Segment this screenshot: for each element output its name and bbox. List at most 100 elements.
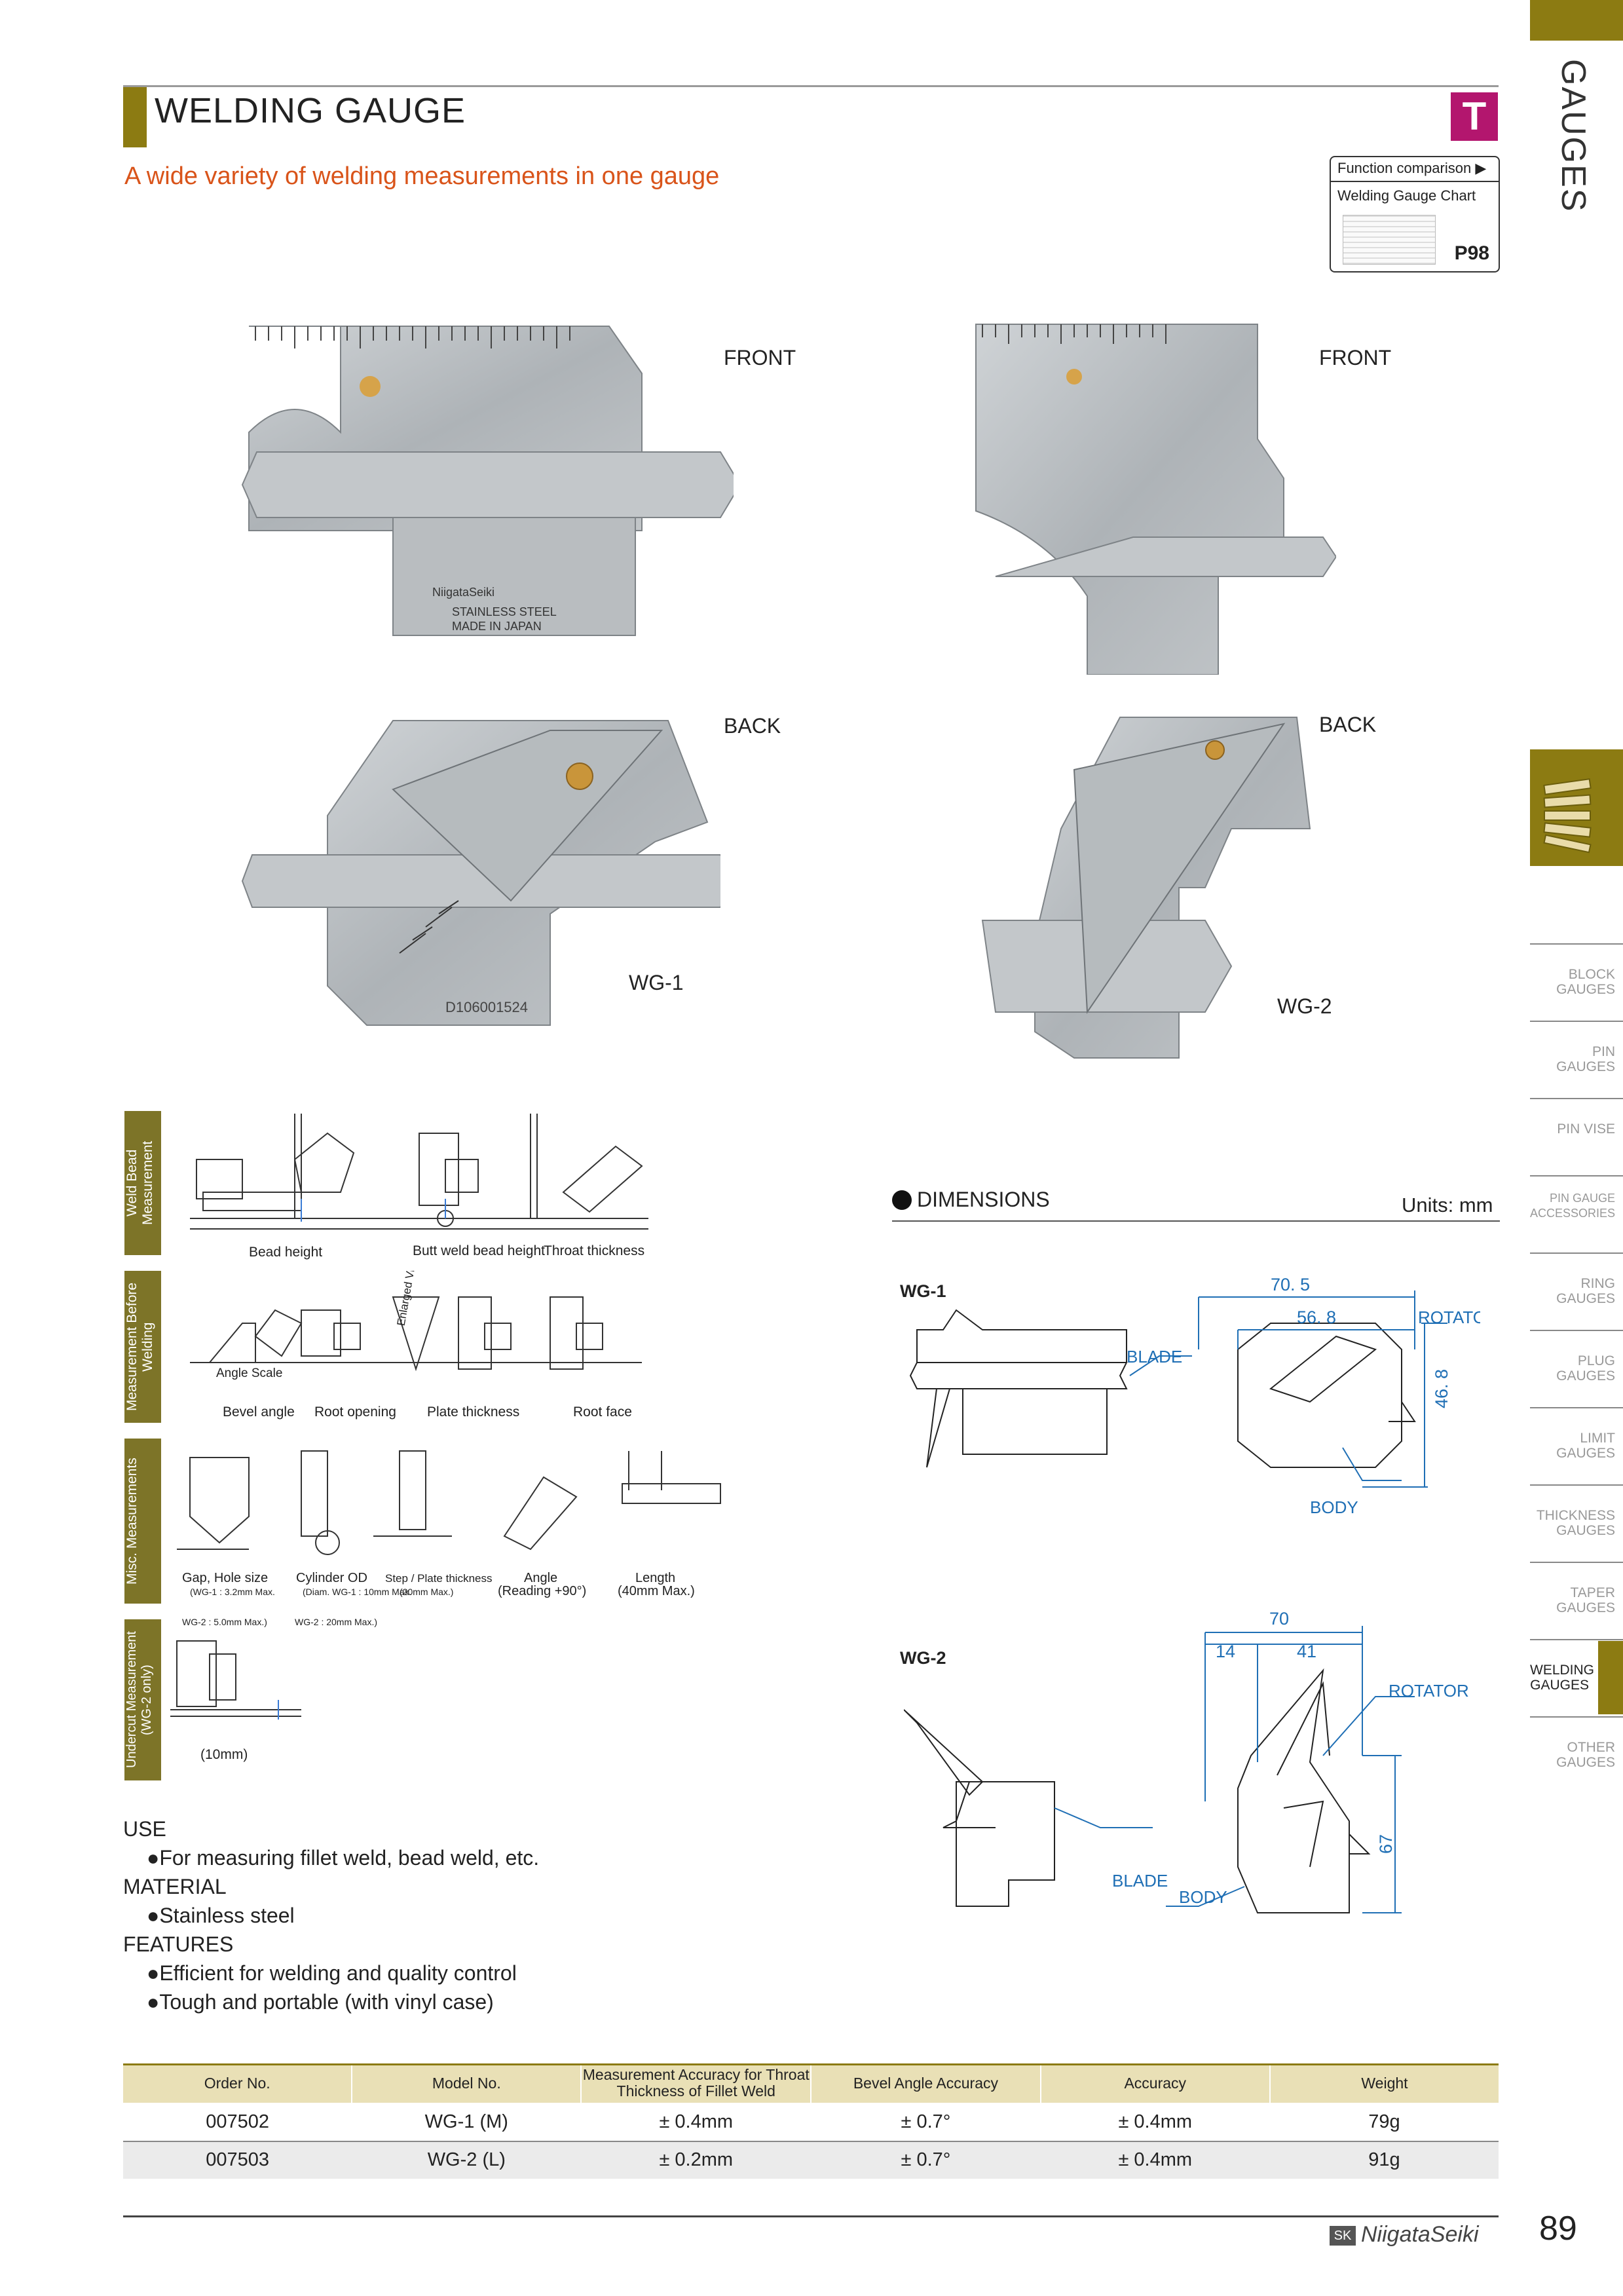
svg-text:STAINLESS STEEL: STAINLESS STEEL (452, 605, 557, 618)
wg2-model-label: WG-2 (1277, 994, 1332, 1018)
wg2-overall-width: 70 (1269, 1609, 1289, 1628)
th-weight: Weight (1269, 2063, 1499, 2103)
svg-text:NiigataSeiki: NiigataSeiki (432, 586, 494, 599)
svg-text:MADE IN JAPAN: MADE IN JAPAN (452, 620, 542, 633)
cell-model-no: WG-1 (M) (424, 2111, 508, 2132)
sidebar-item-taper-gauges[interactable]: TAPER GAUGES (1530, 1562, 1623, 1639)
sidebar-item-other-gauges[interactable]: OTHER GAUGES (1530, 1716, 1623, 1794)
chart-thumbnail (1343, 215, 1436, 265)
cell-throat-accuracy: ± 0.4mm (659, 2111, 734, 2132)
wg2-dimensions-model: WG-2 (900, 1648, 946, 1668)
caption-root-face: Root face (573, 1404, 632, 1420)
function-comparison-link[interactable]: Function comparison ▶ Welding Gauge Char… (1330, 156, 1500, 273)
feature-item: ●Tough and portable (with vinyl case) (147, 1990, 494, 2014)
dimensions-units: Units: mm (1402, 1194, 1493, 1216)
cell-throat-accuracy: ± 0.2mm (581, 2141, 811, 2179)
th-bevel-accuracy: Bevel Angle Accuracy (811, 2063, 1041, 2103)
section-label-weld-bead: Weld Bead Measurement (124, 1111, 161, 1255)
wg2-front-photo (975, 324, 1336, 675)
play-arrow-icon: ▶ (1475, 160, 1487, 176)
enlarged-view-label: Enlarged View (395, 1271, 420, 1327)
sidebar-item-plug-gauges[interactable]: PLUG GAUGES (1530, 1330, 1623, 1407)
brand-mark-icon: SK (1330, 2226, 1356, 2246)
section-label-before-welding: Measurement Before Welding (124, 1271, 161, 1423)
wg2-body-label: BODY (1179, 1887, 1227, 1907)
wg2-rotator-label: ROTATOR (1389, 1681, 1469, 1701)
sidebar-item-limit-gauges[interactable]: LIMIT GAUGES (1530, 1407, 1623, 1484)
wg1-back-label: BACK (724, 714, 781, 738)
sidebar-item-welding-gauges[interactable]: WELDING GAUGES (1530, 1639, 1623, 1716)
category-badge: T (1451, 92, 1498, 141)
sidebar-item-ring-gauges[interactable]: RING GAUGES (1530, 1252, 1623, 1330)
use-item: ●For measuring fillet weld, bead weld, e… (147, 1846, 540, 1870)
wg1-dimension-drawing: 70. 5 56. 8 46. 8 ROTATOR BLADE BODY (909, 1275, 1480, 1517)
cell-order-no: 007503 (123, 2141, 352, 2179)
sidebar-active-marker (1598, 1641, 1623, 1714)
wg1-overall-width: 70. 5 (1271, 1275, 1310, 1294)
before-welding-illustrations: Angle Scale Enlarged View Bevel angle Ro… (190, 1271, 642, 1420)
weld-bead-illustrations: Bead height Butt weld bead height Throat… (190, 1114, 648, 1260)
angle-scale-label: Angle Scale (216, 1366, 282, 1380)
sidebar-item-pin-gauge-accessories[interactable]: PIN GAUGE ACCESSORIES (1530, 1175, 1623, 1252)
wg1-blade-label: BLADE (1127, 1347, 1182, 1366)
caption-throat-thickness: Throat thickness (544, 1243, 644, 1258)
table-top-rule (123, 2063, 1499, 2065)
wg1-height: 46. 8 (1432, 1369, 1451, 1408)
sidebar-top-tab (1530, 0, 1623, 41)
table-row: 007503 WG-2 (L) ± 0.2mm ± 0.7° ± 0.4mm 9… (123, 2141, 1499, 2179)
function-comparison-label: Function comparison ▶ (1331, 157, 1499, 182)
th-accuracy: Accuracy (1040, 2063, 1271, 2103)
sidebar-item-block-gauges[interactable]: BLOCK GAUGES (1530, 943, 1623, 1021)
cell-weight: 91g (1269, 2141, 1499, 2179)
wg2-height: 67 (1376, 1834, 1396, 1854)
caption-angle: Angle (524, 1571, 557, 1585)
note-step-max: (20mm Max.) (400, 1587, 453, 1597)
page-title: WELDING GAUGE (155, 91, 466, 130)
product-table: Order No. Model No. Measurement Accuracy… (123, 2063, 1499, 2179)
cell-order-no: 007502 (206, 2111, 270, 2132)
caption-undercut: (10mm) (200, 1747, 248, 1762)
page-number: 89 (1539, 2210, 1577, 2248)
note-cylinder-wg2: WG-2 : 20mm Max.) (295, 1617, 377, 1627)
cell-bevel-accuracy: ± 0.7° (811, 2141, 1041, 2179)
cell-accuracy: ± 0.4mm (1040, 2141, 1270, 2179)
table-row: 007502 WG-1 (M) ± 0.4mm ± 0.7° ± 0.4mm 7… (123, 2103, 1499, 2141)
misc-measurement-illustrations: Gap, Hole size Cylinder OD Step / Plate … (177, 1450, 721, 1627)
wg2-width-right: 41 (1297, 1642, 1316, 1661)
wg1-serial: D106001524 (445, 999, 528, 1015)
caption-length: Length (635, 1571, 675, 1585)
th-model-no: Model No. (352, 2063, 582, 2103)
table-header-row: Order No. Model No. Measurement Accuracy… (123, 2063, 1499, 2103)
caption-butt-weld-bead-height: Butt weld bead height (413, 1243, 545, 1258)
note-length-max: (40mm Max.) (618, 1584, 695, 1598)
wg2-width-left: 14 (1216, 1642, 1235, 1661)
table-bottom-rule (123, 2141, 1499, 2142)
page-subtitle: A wide variety of welding measurements i… (124, 162, 720, 190)
wg2-front-label: FRONT (1319, 346, 1392, 369)
features-label: FEATURES (123, 1932, 234, 1956)
feature-item: ●Efficient for welding and quality contr… (147, 1961, 517, 1985)
wg1-back-photo: D106001524 (241, 720, 720, 1026)
material-item: ●Stainless steel (147, 1904, 295, 1927)
cell-weight: 79g (1368, 2111, 1400, 2132)
sidebar-item-thickness-gauges[interactable]: THICKNESS GAUGES (1530, 1484, 1623, 1562)
caption-bevel-angle: Bevel angle (223, 1404, 295, 1420)
wg1-front-label: FRONT (724, 346, 796, 369)
wg2-blade-label: BLADE (1112, 1871, 1168, 1891)
wg1-model-label: WG-1 (629, 971, 684, 994)
wg2-back-photo (981, 717, 1311, 1059)
th-order-no: Order No. (123, 2063, 353, 2103)
dimensions-rule (892, 1220, 1500, 1222)
function-comparison-chart-name: Welding Gauge Chart (1337, 187, 1476, 204)
sidebar-item-pin-gauges[interactable]: PIN GAUGES (1530, 1021, 1623, 1098)
caption-plate-thickness: Plate thickness (427, 1404, 519, 1420)
top-rule (123, 85, 1499, 87)
footer-rule (123, 2215, 1499, 2217)
caption-step-plate-thickness: Step / Plate thickness (385, 1572, 492, 1585)
wg2-back-label: BACK (1319, 713, 1377, 736)
sidebar-item-pin-vise[interactable]: PIN VISE (1530, 1098, 1623, 1175)
dimensions-bullet (892, 1190, 912, 1210)
wg1-front-engraving: NiigataSeiki STAINLESS STEEL MADE IN JAP… (432, 586, 557, 633)
caption-gap-hole-size: Gap, Hole size (182, 1571, 268, 1585)
note-angle-reading: (Reading +90°) (498, 1584, 586, 1598)
